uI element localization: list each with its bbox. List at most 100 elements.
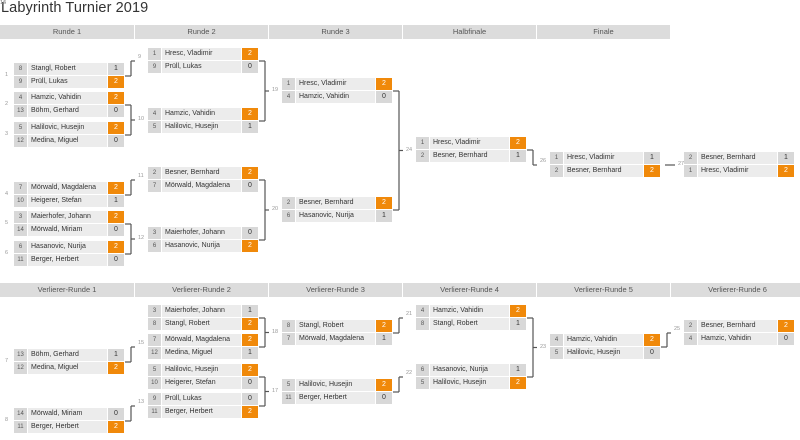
player-name[interactable]: Besner, Bernhard	[296, 197, 375, 209]
player-name[interactable]: Prüll, Lukas	[162, 393, 241, 405]
player-name[interactable]: Hresc, Vladimir	[698, 165, 777, 177]
player-name[interactable]: Medina, Miguel	[28, 362, 107, 374]
player-name[interactable]: Besner, Bernhard	[162, 167, 241, 179]
player-name[interactable]: Heigerer, Stefan	[162, 377, 241, 389]
player-name[interactable]: Mörwald, Magdalena	[162, 180, 241, 192]
player-name[interactable]: Besner, Bernhard	[430, 150, 509, 162]
player-name[interactable]: Heigerer, Stefan	[28, 195, 107, 207]
player-name[interactable]: Hamzic, Vahidin	[296, 91, 375, 103]
player-name[interactable]: Hamzic, Vahidin	[430, 305, 509, 317]
player-name[interactable]: Medina, Miguel	[162, 347, 241, 359]
player-name[interactable]: Maierhofer, Johann	[162, 227, 241, 239]
player-name[interactable]: Hasanovic, Nurija	[28, 241, 107, 253]
player-name[interactable]: Besner, Bernhard	[564, 165, 643, 177]
player-name[interactable]: Stangl, Robert	[28, 63, 107, 75]
player-name[interactable]: Medina, Miguel	[28, 135, 107, 147]
player-name[interactable]: Prüll, Lukas	[162, 61, 241, 73]
player-name[interactable]: Halilovic, Husejin	[430, 377, 509, 389]
player-name[interactable]: Halilovic, Husejin	[296, 379, 375, 391]
player-name[interactable]: Mörwald, Miriam	[28, 408, 107, 420]
player-name[interactable]: Hresc, Vladimir	[162, 48, 241, 60]
player-name[interactable]: Stangl, Robert	[430, 318, 509, 330]
player-name[interactable]: Hresc, Vladimir	[430, 137, 509, 149]
player-name[interactable]: Mörwald, Magdalena	[296, 333, 375, 345]
player-name[interactable]: Halilovic, Husejin	[28, 122, 107, 134]
player-name[interactable]: Besner, Bernhard	[698, 320, 777, 332]
player-name[interactable]: Hamzic, Vahidin	[28, 92, 107, 104]
player-name[interactable]: Halilovic, Husejin	[162, 364, 241, 376]
player-name[interactable]: Hamzic, Vahidin	[564, 334, 643, 346]
player-name[interactable]: Hamzic, Vahidin	[698, 333, 777, 345]
player-name[interactable]: Hasanovic, Nurija	[296, 210, 375, 222]
player-name[interactable]: Berger, Herbert	[28, 254, 107, 266]
player-name[interactable]: Besner, Bernhard	[698, 152, 777, 164]
player-name[interactable]: Prüll, Lukas	[28, 76, 107, 88]
player-name[interactable]: Hasanovic, Nurija	[162, 240, 241, 252]
player-name[interactable]: Hamzic, Vahidin	[162, 108, 241, 120]
player-name[interactable]: Mörwald, Magdalena	[162, 334, 241, 346]
player-name[interactable]: Maierhofer, Johann	[28, 211, 107, 223]
player-name[interactable]: Berger, Herbert	[162, 406, 241, 418]
player-name[interactable]: Maierhofer, Johann	[162, 305, 241, 317]
player-name[interactable]: Hresc, Vladimir	[296, 78, 375, 90]
player-name[interactable]: Böhm, Gerhard	[28, 349, 107, 361]
player-name[interactable]: Böhm, Gerhard	[28, 105, 107, 117]
